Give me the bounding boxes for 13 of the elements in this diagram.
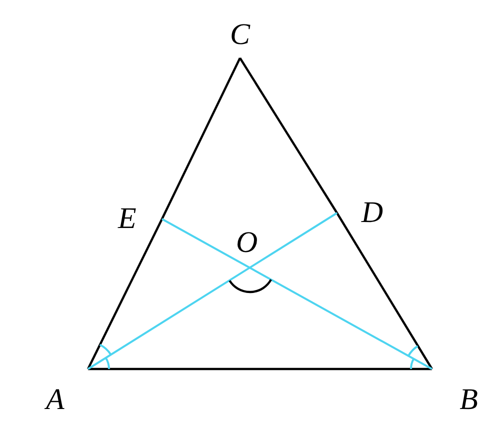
bisector-line: [162, 218, 432, 370]
vertex-label: A: [46, 369, 88, 415]
triangle-side: [161, 58, 241, 220]
vertex-label: E: [118, 203, 162, 235]
triangle-side: [239, 57, 338, 214]
bisector-line: [87, 212, 338, 370]
point-label: O: [236, 228, 258, 258]
vertex-label: D: [337, 197, 383, 229]
triangle-side: [88, 368, 432, 370]
triangle-side: [87, 218, 163, 370]
vertex-label: C: [222, 20, 258, 58]
triangle-side: [336, 212, 433, 370]
vertex-label: B: [432, 369, 478, 415]
